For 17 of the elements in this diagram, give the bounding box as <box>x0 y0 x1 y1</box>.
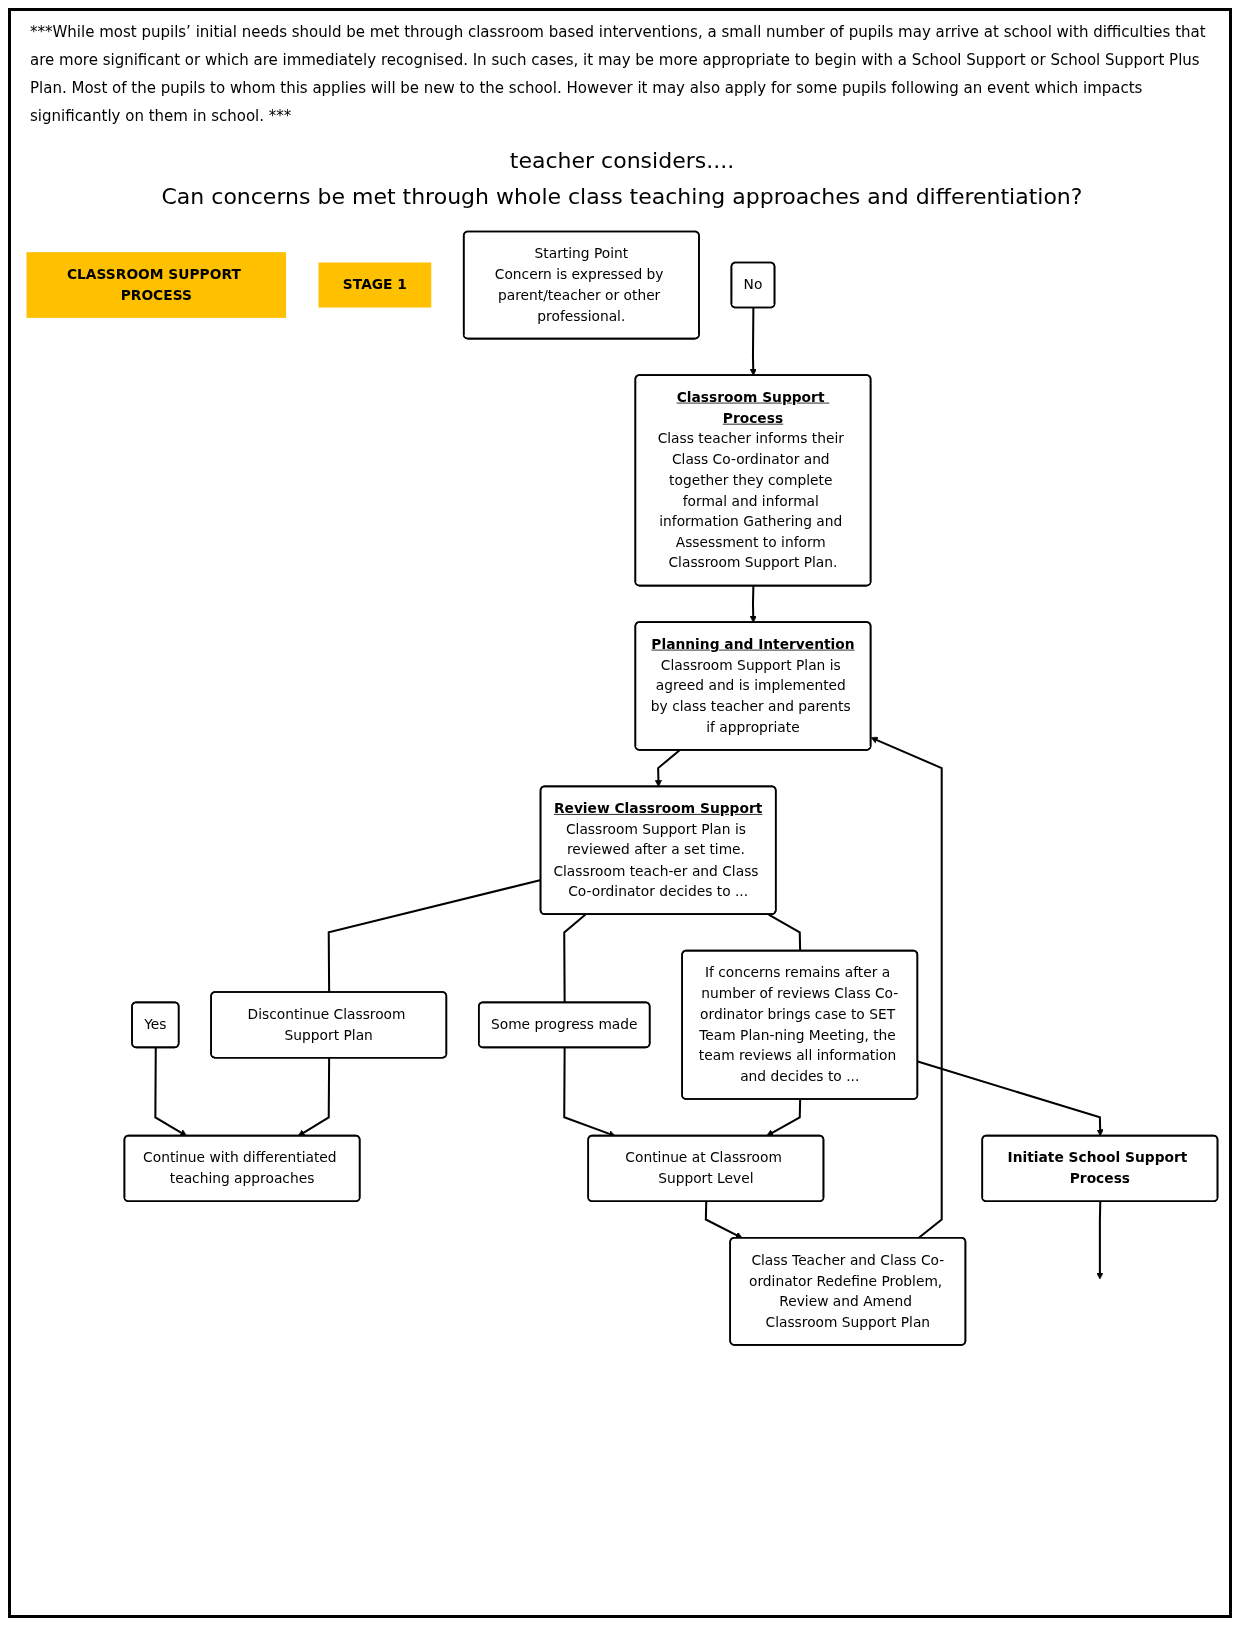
arrow <box>297 1058 331 1137</box>
arrow <box>917 1060 1104 1137</box>
arrow <box>749 585 757 623</box>
prompt-text: teacher considers.... <box>509 148 735 173</box>
note-paragraph: ***While most pupils’ initial needs should be met through classroom based interventions, a small number of pupils may arrive at school with difficulties that are more significant or which are immediately recognised. In such cases, it may be more appropriate to begin with a School Support or School Support Plus Plan. Most of the pupils to whom this applies will be new to the school. However it may also apply for some pupils following an event which impacts significantly on them in school. *** <box>30 22 1207 127</box>
arrow <box>766 1099 802 1137</box>
node-box: CLASSROOM SUPPORT PROCESS <box>26 252 287 318</box>
arrow <box>154 1047 188 1137</box>
arrow <box>1096 1201 1104 1280</box>
connector <box>563 913 587 1003</box>
arrow <box>870 736 943 1239</box>
node-box: STAGE 1 <box>318 262 432 308</box>
arrow <box>749 307 757 376</box>
question-text: Can concerns be met through whole class teaching approaches and differentiation? <box>161 184 1083 209</box>
arrow <box>704 1201 743 1239</box>
connector <box>768 913 802 952</box>
arrow <box>654 749 681 788</box>
